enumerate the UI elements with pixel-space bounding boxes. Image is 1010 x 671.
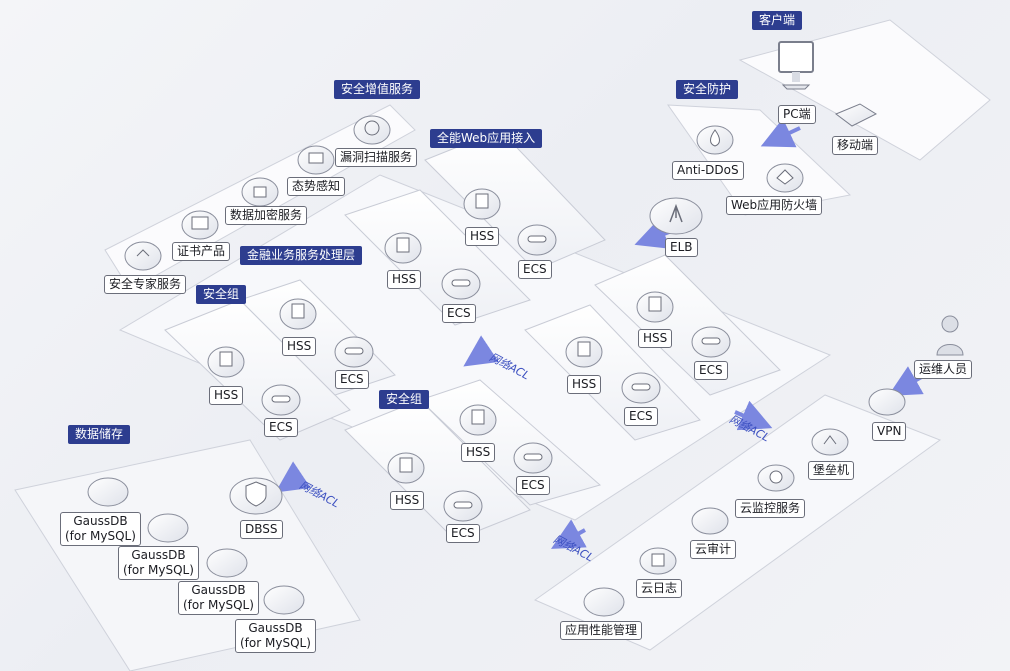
audit-label: 云审计 [690,540,737,559]
ecs-label: ECS [335,370,369,389]
gauss-name: GaussDB [191,583,246,597]
host-security-icon [458,398,498,438]
ecs-label: ECS [694,361,728,380]
tag-storage: 数据储存 [68,425,131,444]
vpn-label: VPN [872,422,907,441]
ecs-label: ECS [624,407,658,426]
hss-label: HSS [461,443,496,462]
dbss-label: DBSS [240,520,283,539]
gauss-label: GaussDB(for MySQL) [235,619,316,653]
gauss-variant: (for MySQL) [240,636,311,650]
tag-protection: 安全防护 [676,80,739,99]
gauss-variant: (for MySQL) [123,563,194,577]
gauss-name: GaussDB [131,548,186,562]
ecs-label: ECS [446,524,480,543]
tag-client: 客户端 [752,11,803,30]
gauss-variant: (for MySQL) [65,529,136,543]
audit-icon [690,503,730,537]
anti-ddos-label: Anti-DDoS [672,161,744,180]
ops-label: 运维人员 [914,360,973,379]
database-icon [262,580,306,616]
monitor-icon [775,40,817,90]
pc-label: PC端 [778,105,816,124]
gauss-label: GaussDB(for MySQL) [118,546,199,580]
radar-icon [352,110,392,146]
server-icon [516,218,558,258]
host-security-icon [462,182,502,222]
host-security-icon [383,226,423,266]
log-icon [638,543,678,577]
tag-security-group-2: 安全组 [379,390,430,409]
load-balancer-icon [648,188,704,236]
hss-label: HSS [282,337,317,356]
apm-label: 应用性能管理 [560,621,643,640]
ecs-label: ECS [516,476,550,495]
gauss-label: GaussDB(for MySQL) [60,512,141,546]
vpn-icon [867,384,907,418]
cert-label: 证书产品 [172,242,231,261]
hss-label: HSS [390,491,425,510]
elb-label: ELB [665,238,698,257]
encryption-label: 数据加密服务 [225,206,308,225]
gauss-name: GaussDB [73,514,128,528]
hss-label: HSS [387,270,422,289]
encryption-icon [240,172,280,208]
shield-icon [228,470,284,516]
tag-finance-layer: 金融业务服务处理层 [240,246,363,265]
tag-security-group-1: 安全组 [196,285,247,304]
tag-web-access: 全能Web应用接入 [430,129,543,148]
monitor-service-icon [756,460,796,494]
mobile-label: 移动端 [832,136,879,155]
database-icon [86,472,130,508]
firewall-icon [765,158,805,194]
group-finance [344,189,781,441]
monitor-label: 云监控服务 [735,499,806,518]
host-security-icon [635,285,675,325]
gauss-variant: (for MySQL) [183,598,254,612]
certificate-icon [180,205,220,241]
log-label: 云日志 [636,579,683,598]
waf-label: Web应用防火墙 [726,196,823,215]
hss-label: HSS [465,227,500,246]
server-icon [440,262,482,302]
vuln-scan-label: 漏洞扫描服务 [335,148,418,167]
database-icon [146,508,190,544]
bastion-label: 堡垒机 [808,461,855,480]
server-icon [512,436,554,476]
tag-value-added: 安全增值服务 [334,80,421,99]
hss-label: HSS [638,329,673,348]
situation-label: 态势感知 [287,177,346,196]
ecs-label: ECS [518,260,552,279]
host-security-icon [206,340,246,380]
database-icon [205,543,249,579]
ecs-label: ECS [264,418,298,437]
tablet-icon [832,100,878,130]
server-icon [690,320,732,360]
situation-icon [296,140,336,176]
host-security-icon [386,446,426,486]
expert-label: 安全专家服务 [104,275,187,294]
server-icon [620,366,662,406]
server-icon [442,484,484,524]
bastion-icon [810,424,850,458]
host-security-icon [278,292,318,332]
person-icon [935,315,965,357]
hss-label: HSS [567,375,602,394]
hss-label: HSS [209,386,244,405]
apm-icon [582,582,626,618]
gauss-label: GaussDB(for MySQL) [178,581,259,615]
host-security-icon [564,330,604,370]
gauss-name: GaussDB [248,621,303,635]
ecs-label: ECS [442,304,476,323]
server-icon [260,378,302,418]
drop-shield-icon [695,120,735,156]
server-icon [333,330,375,370]
expert-icon [123,236,163,272]
